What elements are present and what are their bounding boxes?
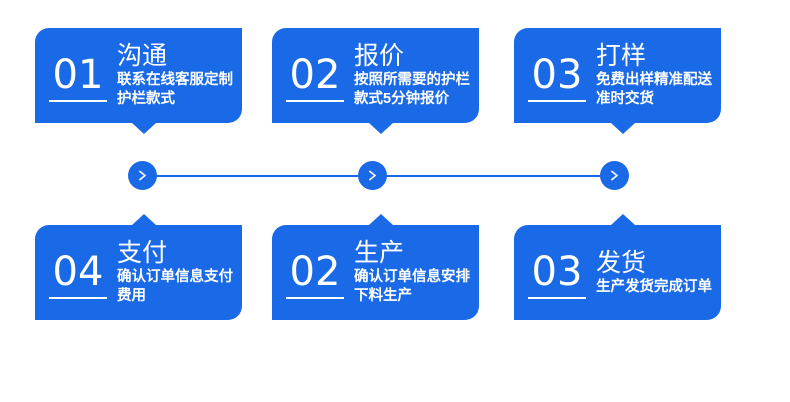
step-text-block: 生产 确认订单信息安排下料生产	[354, 239, 479, 306]
step-number-underline	[49, 296, 107, 299]
step-number: 02	[289, 248, 341, 295]
step-number-block: 02	[286, 247, 344, 299]
chevron-right-icon	[136, 169, 149, 182]
step-number: 04	[52, 248, 104, 295]
step-description: 免费出样精准配送准时交货	[596, 72, 712, 107]
process-step-card-2[interactable]: 02 报价 按照所需要的护栏款式5分钟报价	[272, 28, 479, 134]
connector-line-2	[382, 175, 607, 177]
step-number-underline	[528, 99, 586, 102]
step-description: 确认订单信息支付费用	[117, 269, 233, 304]
card-pointer-down	[132, 123, 156, 134]
step-description: 生产发货完成订单	[596, 278, 712, 295]
card-pointer-up	[369, 214, 393, 225]
step-number-underline	[49, 99, 107, 102]
process-step-card-6[interactable]: 03 发货 生产发货完成订单	[514, 214, 721, 320]
step-title: 支付	[117, 239, 168, 267]
process-step-card-5[interactable]: 02 生产 确认订单信息安排下料生产	[272, 214, 479, 320]
card-pointer-down	[369, 123, 393, 134]
step-text-block: 打样 免费出样精准配送准时交货	[596, 42, 721, 109]
step-title: 发货	[596, 248, 647, 277]
step-number: 02	[289, 51, 341, 98]
step-number: 03	[531, 248, 583, 295]
connector-line-1	[150, 175, 364, 177]
card-pointer-up	[132, 214, 156, 225]
card-pointer-down	[611, 123, 635, 134]
process-step-card-3[interactable]: 03 打样 免费出样精准配送准时交货	[514, 28, 721, 134]
connector-node-3[interactable]	[600, 161, 629, 190]
step-number-underline	[286, 296, 344, 299]
step-number-underline	[528, 296, 586, 299]
step-number-block: 01	[49, 50, 107, 102]
step-number-block: 03	[528, 50, 586, 102]
step-number-block: 02	[286, 50, 344, 102]
chevron-right-icon	[608, 169, 621, 182]
step-title: 报价	[354, 42, 405, 70]
step-description: 确认订单信息安排下料生产	[354, 269, 470, 304]
step-number-block: 03	[528, 247, 586, 299]
step-description: 按照所需要的护栏款式5分钟报价	[354, 72, 470, 107]
step-text-block: 支付 确认订单信息支付费用	[117, 239, 242, 306]
step-text-block: 沟通 联系在线客服定制护栏款式	[117, 42, 242, 109]
step-text-block: 发货 生产发货完成订单	[596, 249, 721, 297]
chevron-right-icon	[366, 169, 379, 182]
step-number-underline	[286, 99, 344, 102]
process-step-card-1[interactable]: 01 沟通 联系在线客服定制护栏款式	[35, 28, 242, 134]
step-number: 03	[531, 51, 583, 98]
card-pointer-up	[611, 214, 635, 225]
step-title: 打样	[596, 42, 647, 70]
step-title: 生产	[354, 239, 405, 267]
process-step-card-4[interactable]: 04 支付 确认订单信息支付费用	[35, 214, 242, 320]
connector-node-2[interactable]	[358, 161, 387, 190]
step-number: 01	[52, 51, 104, 98]
step-description: 联系在线客服定制护栏款式	[117, 72, 233, 107]
step-text-block: 报价 按照所需要的护栏款式5分钟报价	[354, 42, 479, 109]
step-number-block: 04	[49, 247, 107, 299]
connector-node-1[interactable]	[128, 161, 157, 190]
flow-connector	[0, 160, 790, 192]
step-title: 沟通	[117, 42, 168, 70]
